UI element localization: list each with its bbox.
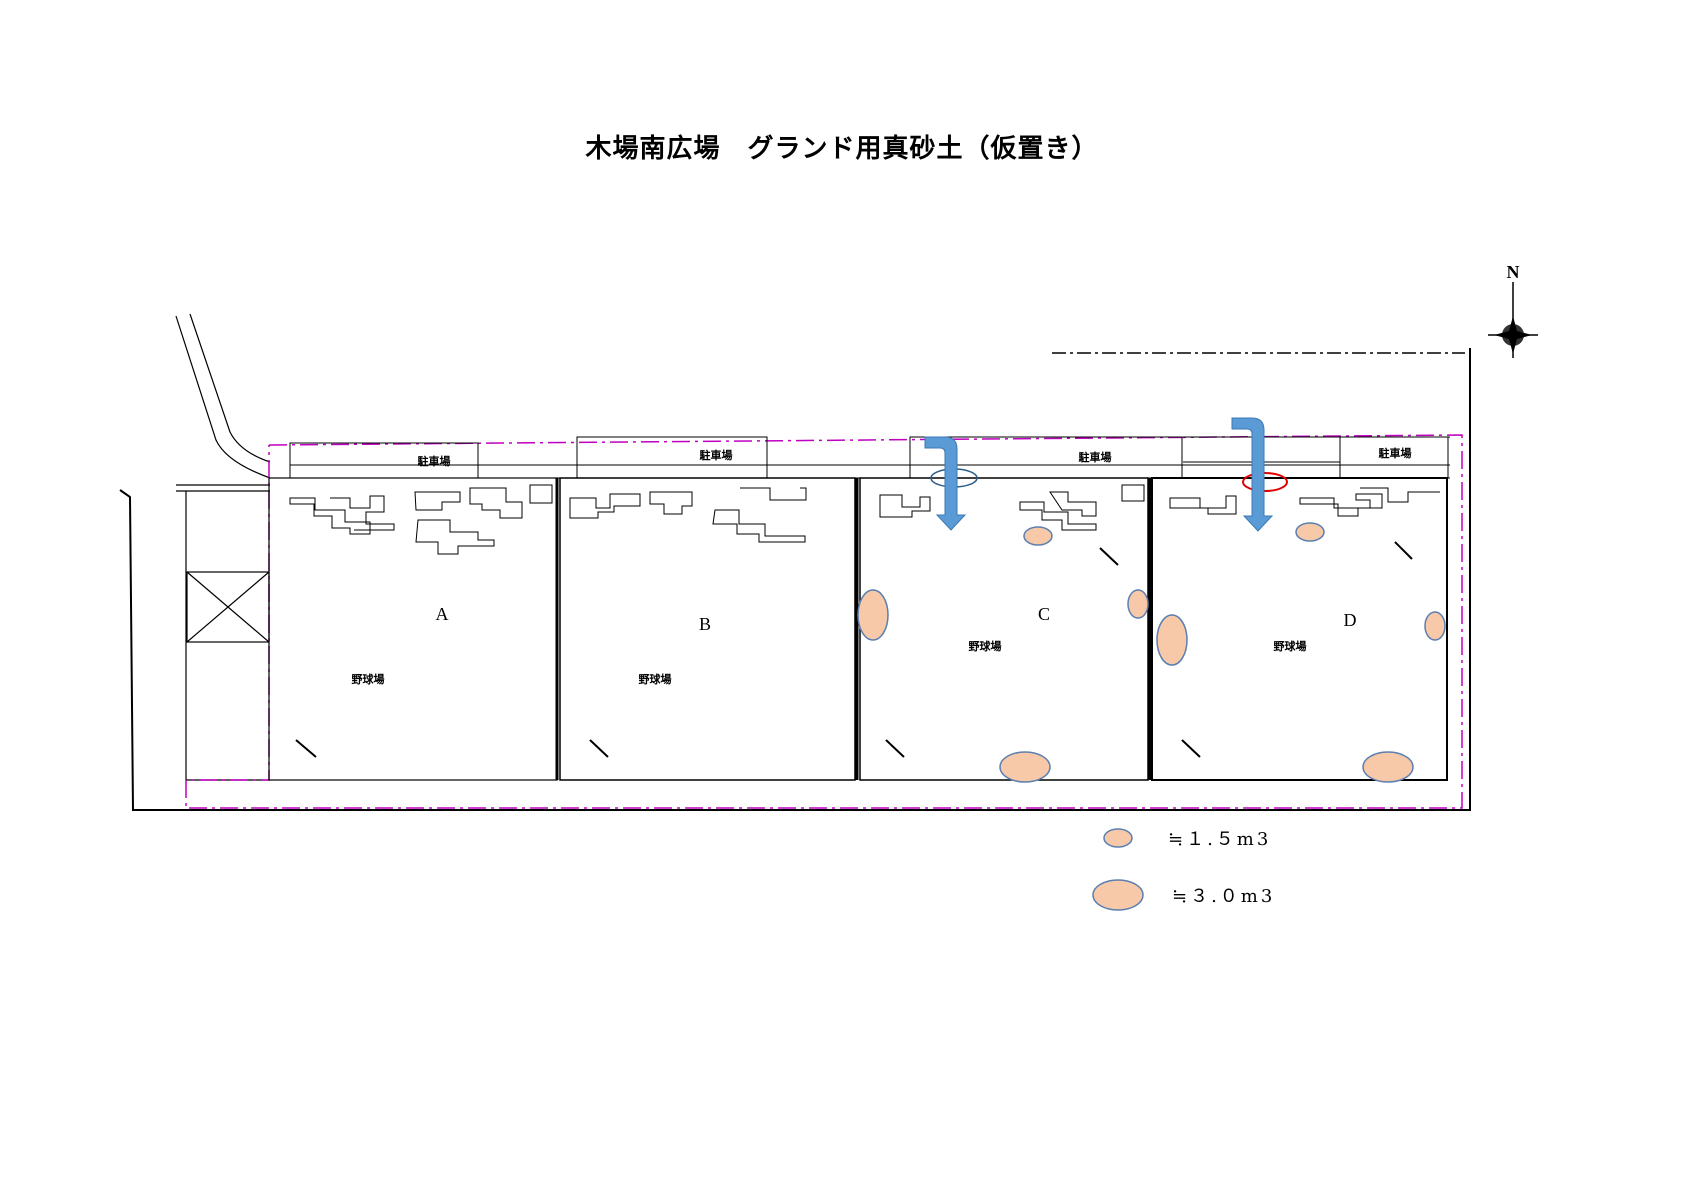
parking-strip xyxy=(289,436,1450,479)
soil-pile-small xyxy=(1127,589,1149,619)
field-letter-d: D xyxy=(1344,610,1357,630)
field-name-c: 野球場 xyxy=(969,639,1002,653)
gate xyxy=(186,571,270,643)
site-outline xyxy=(119,348,1471,811)
field-letter-b: B xyxy=(699,614,711,634)
parking-label: 駐車場 xyxy=(418,454,451,468)
soil-pile-large xyxy=(999,751,1051,783)
legend-large-text: ≒３.０m3 xyxy=(1172,886,1275,907)
soil-pile-small xyxy=(1424,611,1446,641)
parking-label: 駐車場 xyxy=(1079,450,1112,464)
legend-small-pile xyxy=(1103,828,1133,848)
field-name-b: 野球場 xyxy=(639,672,672,686)
stands xyxy=(289,484,1440,555)
home-plate-marks xyxy=(295,541,1413,758)
soil-pile-small xyxy=(1023,526,1053,546)
north-label: N xyxy=(1507,262,1520,282)
soil-piles xyxy=(857,522,1446,783)
soil-pile-large xyxy=(1362,751,1414,783)
page-title: 木場南広場 グランド用真砂土（仮置き） xyxy=(585,134,1099,164)
entry-marker-d xyxy=(1242,472,1288,492)
parking-labels: 駐車場 駐車場 駐車場 駐車場 xyxy=(418,446,1412,468)
field-boundaries xyxy=(268,477,1448,781)
field-name-d: 野球場 xyxy=(1274,639,1307,653)
field-letter-a: A xyxy=(436,604,449,624)
access-road xyxy=(175,313,271,781)
legend: ≒１.５m3 ≒３.０m3 xyxy=(1092,828,1275,911)
field-name-a: 野球場 xyxy=(352,672,385,686)
legend-large-pile xyxy=(1092,879,1144,911)
down-arrow-icon xyxy=(924,436,967,531)
legend-small-text: ≒１.５m3 xyxy=(1168,829,1271,850)
soil-pile-large xyxy=(857,589,889,641)
compass-rose-icon: N xyxy=(1488,262,1538,358)
soil-pile-small xyxy=(1295,522,1325,542)
field-letter-c: C xyxy=(1038,604,1050,624)
soil-pile-large xyxy=(1156,614,1188,666)
parking-label: 駐車場 xyxy=(700,448,733,462)
parking-label: 駐車場 xyxy=(1379,446,1412,460)
down-arrow-icon xyxy=(1231,417,1274,532)
field-labels: A 野球場 B 野球場 C 野球場 D 野球場 xyxy=(352,604,1357,686)
